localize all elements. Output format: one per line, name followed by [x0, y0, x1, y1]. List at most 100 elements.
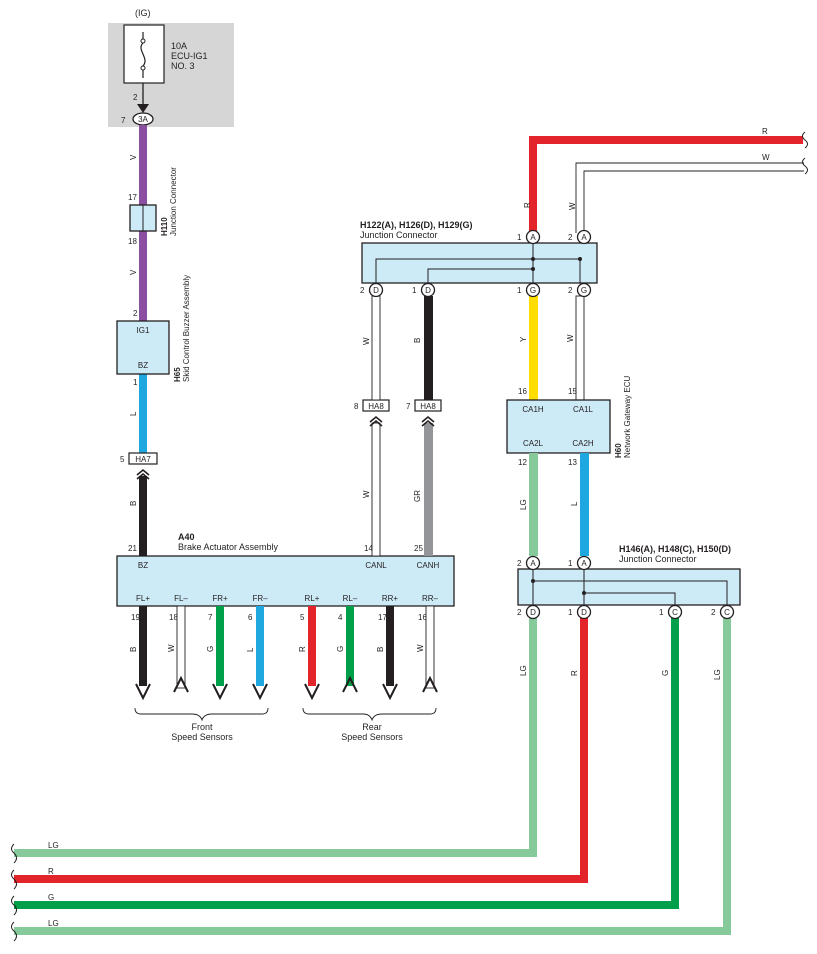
jc-top-pin-1g-letter: G: [530, 286, 536, 295]
jc-top-title: H122(A), H126(D), H129(G): [360, 220, 473, 230]
sensor-braces: Front Speed Sensors Rear Speed Sensors: [134, 707, 437, 742]
wire-l-1: [139, 374, 147, 454]
ha8-code-right: HA8: [420, 402, 436, 411]
jc-bottom-pin-2c: C2: [711, 604, 735, 620]
a40-sensor-pin-7: 17: [378, 613, 387, 622]
sensor-wire-label-4: L: [246, 647, 255, 652]
jc-bottom-pin-1d-letter: D: [581, 608, 587, 617]
h65-buzzer: 2 IG1 BZ 1 H65 Skid Control Buzzer Assem…: [116, 275, 191, 387]
wire-b-1: [139, 476, 147, 556]
sensor-wire-8: RR–16W: [416, 594, 439, 693]
fuse-name-1: ECU-IG1: [171, 51, 208, 61]
bottom-wire-g: G: [48, 893, 54, 902]
jc-bottom-pin-2d-letter: D: [530, 608, 536, 617]
wire-label-canh: GR: [413, 490, 422, 502]
fuse-amp: 10A: [171, 41, 187, 51]
a40-brake-actuator: A40 Brake Actuator Assembly 21 BZ 14 CAN…: [116, 532, 455, 607]
bottom-wire-lg1: LG: [48, 841, 59, 850]
connector-arrow-icon: [137, 104, 149, 113]
sensor-wire-label-1: B: [129, 647, 138, 652]
jc-top-pin-1a: A1: [517, 229, 541, 245]
a40-sensor-pin-2: 18: [169, 613, 178, 622]
top-right-wires: R W R W: [523, 127, 808, 233]
jc-bottom-pin-2c-letter: C: [724, 608, 730, 617]
jc-bottom-pin-2a-letter: A: [530, 559, 536, 568]
jc-top-pin-1a-num: 1: [517, 233, 522, 242]
sensor-wire-3: FR+7G: [206, 594, 228, 701]
wire-label-b-1: B: [129, 501, 138, 506]
a40-sensor-pin-5: 5: [300, 613, 305, 622]
ha8-pin-right: 7: [406, 402, 411, 411]
wire-label-bus-r: R: [570, 670, 579, 676]
ha7-code: HA7: [135, 455, 151, 464]
h65-term-bz: BZ: [138, 361, 148, 370]
sensor-wire-2: FL– 18W: [167, 594, 189, 693]
a40-sensor-term-2: FL–: [174, 594, 188, 603]
h65-pin-top: 2: [133, 309, 138, 318]
top-junction-connector: H122(A), H126(D), H129(G) Junction Conne…: [360, 220, 598, 284]
jc-top-pin-2d: D2: [360, 282, 384, 298]
wire-label-bus-lg1: LG: [519, 665, 528, 676]
a40-sensor-term-3: FR+: [212, 594, 228, 603]
h110-pin-bottom: 18: [128, 237, 137, 246]
right-wire-r: R: [762, 127, 768, 136]
right-wire-w: W: [762, 153, 770, 162]
sensor-out-arrow-icon: [135, 683, 151, 701]
jc-top-pin-2g-letter: G: [581, 286, 587, 295]
left-wires: V V L B: [129, 125, 147, 556]
sensor-wire-7: RR+17B: [376, 594, 398, 701]
h110-name: Junction Connector: [169, 167, 178, 236]
jc-bottom-pin-1c: C1: [659, 604, 683, 620]
h60-code: H60: [614, 443, 623, 458]
sensor-out-arrow-icon: [382, 683, 398, 701]
jc-bottom-pin-2c-num: 2: [711, 608, 716, 617]
jc-bottom-pin-2d: D2: [517, 604, 541, 620]
jc-top-pin-1d-num: 1: [412, 286, 417, 295]
h110-junction-connector: 17 18 H110 Junction Connector: [128, 167, 178, 246]
jc-top-pin-2d-letter: D: [373, 286, 379, 295]
a40-term-canl: CANL: [365, 561, 387, 570]
jc-bottom-pin-1a: A1: [568, 555, 592, 571]
sensor-wire-label-8: W: [416, 644, 425, 652]
jc-top-pin-1d-letter: D: [425, 286, 431, 295]
fuse-connector: 3A: [138, 115, 148, 124]
h65-name: Skid Control Buzzer Assembly: [182, 275, 191, 382]
wire-label-canl: W: [362, 490, 371, 498]
sensor-wire-label-2: W: [167, 644, 176, 652]
jc-bottom-pin-1c-letter: C: [672, 608, 678, 617]
wire-label-v-1: V: [129, 154, 138, 160]
wire-v-1: [139, 125, 147, 205]
jc-top-pin-2a-num: 2: [568, 233, 573, 242]
wire-label-y: Y: [519, 336, 528, 342]
sensor-out-arrow-icon: [304, 683, 320, 701]
fuse-pin: 2: [133, 93, 138, 102]
sensor-wire-label-3: G: [206, 646, 215, 652]
wire-v-2: [139, 231, 147, 321]
h60-term-ca2h: CA2H: [572, 439, 594, 448]
h60-pin-15: 15: [568, 387, 577, 396]
wire-label-bus-g: G: [661, 670, 670, 676]
jc-bottom-pin-2a: A2: [517, 555, 541, 571]
rear-sensors-line2: Speed Sensors: [341, 732, 403, 742]
jc-bottom-title: H146(A), H148(C), H150(D): [619, 544, 731, 554]
h60-pin-12: 12: [518, 458, 527, 467]
h60-term-ca2l: CA2L: [523, 439, 544, 448]
sensor-in-arrow-icon: [342, 675, 358, 693]
a40-sensor-pin-4: 6: [248, 613, 253, 622]
a40-sensor-term-6: RL–: [343, 594, 358, 603]
jc-top-pin-1a-letter: A: [530, 233, 536, 242]
jc-bottom-pin-1a-num: 1: [568, 559, 573, 568]
ha8-code-left: HA8: [368, 402, 384, 411]
a40-sensor-term-1: FL+: [136, 594, 150, 603]
fuse-connector-pin: 7: [121, 116, 126, 125]
jc-to-h60-wires: Y W: [519, 295, 585, 401]
sensor-out-arrow-icon: [252, 683, 268, 701]
jc-top-pin-2d-num: 2: [360, 286, 365, 295]
a40-name: Brake Actuator Assembly: [178, 542, 279, 552]
fuse-icon: [123, 24, 165, 84]
jc-top-pin-1g-num: 1: [517, 286, 522, 295]
ig-label: (IG): [135, 8, 151, 18]
a40-sensor-pin-1: 19: [131, 613, 140, 622]
wire-label-bus-lg2: LG: [713, 669, 722, 680]
sensor-wire-6: RL–4G: [336, 594, 358, 693]
